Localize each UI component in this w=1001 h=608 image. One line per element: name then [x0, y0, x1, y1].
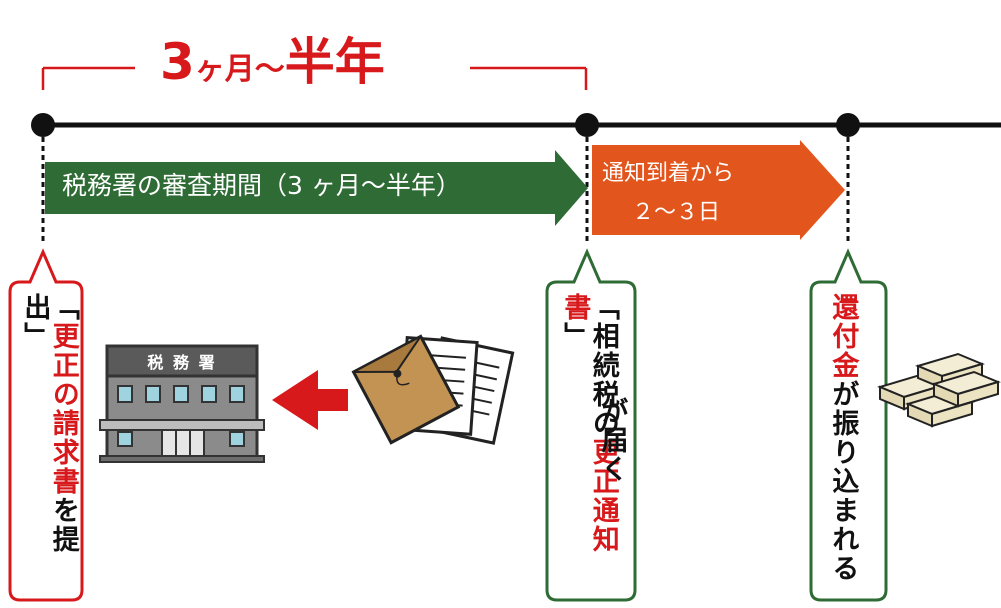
tax-office-building-icon [99, 344, 265, 463]
left-arrow-icon [272, 370, 348, 430]
timeline-dot-notice [575, 113, 599, 137]
review-period-arrow [45, 150, 588, 226]
title-months: ヶ月〜 [194, 52, 285, 87]
timeline-dot-refund [836, 113, 860, 137]
notice-black-text: 相続税の [587, 322, 619, 438]
document-envelope-icon [351, 334, 515, 445]
arrival-label-line2: ２〜３日 [632, 200, 721, 225]
tax-office-sign: 税 務 署 [147, 353, 217, 372]
notice-close-bracket: 」 [559, 322, 591, 351]
submit-black-text: を提出 [19, 293, 79, 554]
submit-callout-box [8, 248, 84, 602]
arrival-period-arrow [592, 140, 845, 240]
refund-red-text: 還付金 [827, 293, 859, 380]
submit-red-text: 更正の請求書 [47, 322, 79, 496]
timeline-dot-start [31, 113, 55, 137]
title-half-year: 半年 [284, 33, 385, 91]
submit-close-bracket: 」 [19, 322, 51, 351]
refund-callout-text: 還付金が振り込まれる [827, 293, 859, 593]
notice-callout-box [545, 248, 637, 602]
notice-callout-text: 「相続税の更正通知書」 [559, 293, 619, 593]
notice-open-bracket: 「 [587, 293, 619, 322]
notice-red-text: 更正通知書 [559, 293, 619, 554]
title-number: 3 [160, 33, 195, 91]
review-period-label: 税務署の審査期間（3 ヶ月〜半年） [62, 171, 461, 200]
notice-suffix-text: が届く [596, 397, 628, 484]
money-bundle-icon [877, 352, 1001, 428]
submit-open-bracket: 「 [47, 293, 79, 322]
arrival-label-line1: 通知到着から [602, 161, 735, 186]
period-bracket [41, 66, 588, 90]
refund-callout-box [809, 248, 888, 602]
submit-callout-text: 「更正の請求書を提出」 [19, 293, 79, 593]
refund-black-text: が振り込まれる [827, 380, 859, 583]
period-title: 3ヶ月〜半年 [160, 22, 490, 102]
